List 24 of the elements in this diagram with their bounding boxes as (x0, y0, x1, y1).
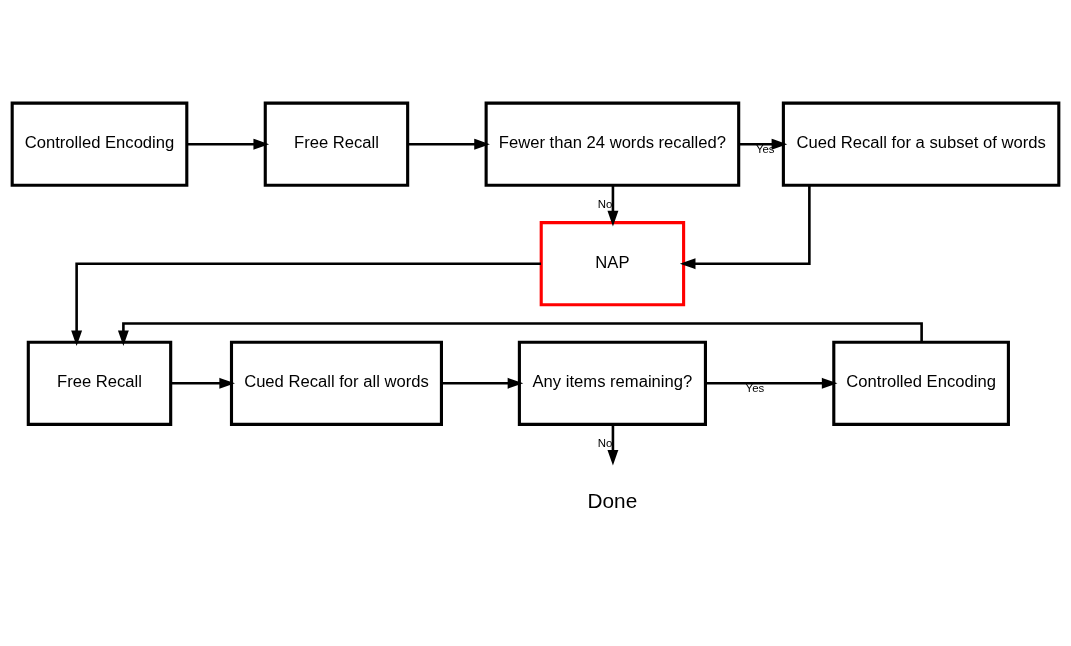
edge-label: No (597, 436, 613, 449)
arrow (187, 138, 270, 150)
node-box: Cued Recall for all words (229, 340, 443, 426)
node-box: Fewer than 24 words recalled? (484, 101, 741, 187)
arrow (607, 184, 619, 226)
node-box: Controlled Encoding (832, 340, 1010, 426)
arrow (705, 377, 838, 389)
edge-label: Yes (755, 142, 775, 155)
arrow (441, 377, 524, 389)
node-box: Controlled Encoding (10, 101, 189, 187)
edge-label: No (597, 197, 613, 210)
arrow (170, 377, 235, 389)
node-box: Any items remaining? (517, 340, 707, 426)
arrow (607, 423, 619, 465)
arrow (407, 138, 490, 150)
node-box: NAP (539, 220, 686, 306)
node-text: Done (587, 488, 638, 512)
arrow (71, 261, 541, 346)
node-box: Free Recall (263, 101, 410, 187)
node-box: Free Recall (26, 340, 173, 426)
edge-label: Yes (745, 381, 765, 394)
node-box: Cued Recall for a subset of words (781, 101, 1061, 187)
arrow (679, 184, 811, 269)
arrow (738, 138, 788, 150)
